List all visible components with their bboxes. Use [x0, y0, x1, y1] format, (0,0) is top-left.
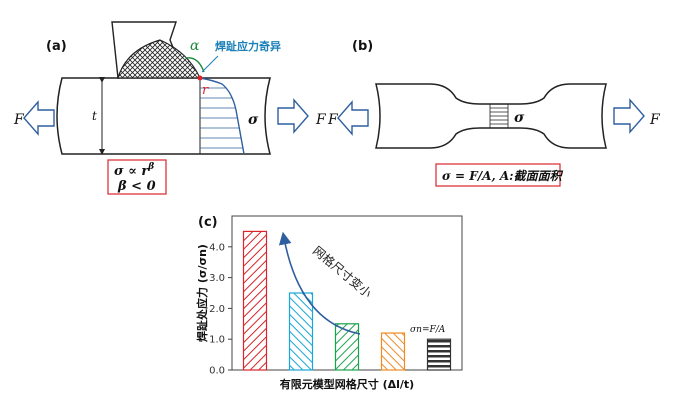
formula-b: σ = F/A, A:截面面积: [442, 169, 564, 183]
y-tick-label: 2.0: [209, 304, 225, 315]
formula-box-b: [435, 163, 561, 187]
bar: [242, 230, 268, 371]
bar: [380, 332, 406, 371]
force-arrow-right-b: [613, 98, 645, 134]
formula-a-2: β < 0: [117, 179, 156, 194]
force-label-left-b: F: [327, 112, 339, 128]
panel-b-label: (b): [352, 39, 373, 54]
y-tick-label: 0.0: [209, 366, 225, 377]
sigma-b: σ: [514, 110, 525, 126]
trend-arrow: [278, 231, 361, 335]
sigma-a: σ: [248, 112, 259, 128]
panel-a-label: (a): [46, 39, 67, 54]
stress-distribution: [199, 77, 245, 155]
r-symbol: r: [202, 83, 209, 98]
y-axis-label: 焊趾处应力 (σ/σn): [195, 244, 209, 342]
trend-arrow-label: 网格尺寸变小: [310, 243, 375, 301]
bar: [334, 323, 360, 371]
force-arrow-right-a: [277, 98, 309, 134]
weld-bead: [117, 39, 201, 79]
y-tick-label: 4.0: [209, 242, 225, 253]
bar: [288, 292, 314, 371]
force-label-right-b: F: [649, 112, 661, 128]
y-tick-label: 3.0: [209, 273, 225, 284]
force-arrow-left-a: [23, 100, 55, 136]
alpha-symbol: α: [190, 38, 200, 54]
sigma-n-annotation: σn=F/A: [410, 325, 446, 335]
alpha-arc: [185, 57, 205, 73]
force-label-right-a: F: [315, 112, 327, 128]
weld-toe-point: [197, 75, 203, 81]
t-symbol: t: [92, 109, 97, 123]
callout-singularity: 焊趾应力奇异: [215, 39, 281, 53]
force-arrow-left-b: [337, 100, 369, 136]
section-hatch-b: [489, 104, 509, 128]
y-tick-label: 1.0: [209, 335, 225, 346]
plate-a: [56, 77, 271, 155]
panel-a: (a) r α 焊趾应力奇异: [13, 21, 327, 195]
force-label-left-a: F: [13, 112, 25, 128]
bar: [426, 338, 452, 371]
x-axis-label: 有限元模型网格尺寸 (Δl/t): [280, 377, 414, 391]
panel-b: (b) σ F F σ = F/A, A:截面面积: [327, 39, 661, 187]
formula-box-a: [107, 159, 167, 195]
callout-leader: [201, 55, 219, 73]
panel-c-label: (c): [198, 215, 218, 230]
formula-a-1: σ ∝ rβ: [114, 162, 154, 179]
